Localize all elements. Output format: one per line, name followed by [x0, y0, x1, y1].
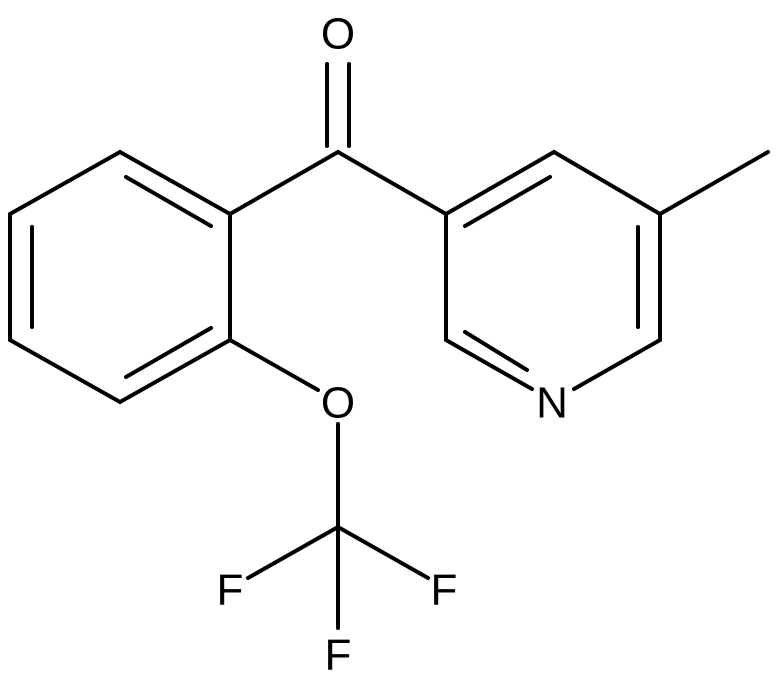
pyridine-ring: [444, 150, 770, 391]
fluorine-right-label: F: [431, 566, 458, 615]
benzene-ring: [8, 150, 232, 404]
bond-benzene-c1-c2-inner: [124, 175, 213, 228]
bond-benzene-c3-c4-inner: [124, 326, 213, 379]
bond-pyridine-methyl: [658, 150, 770, 216]
bond-pyridine-c3-c4-inner: [463, 175, 552, 228]
bond-pyridine-c4-c5: [552, 150, 662, 216]
bond-pyridine-n-c2: [444, 338, 534, 391]
carbonyl-group: [228, 62, 448, 216]
bond-carbonyl-to-pyridine: [336, 150, 448, 216]
fluorine-bottom-label: F: [325, 631, 352, 676]
bond-benzene-to-carbonyl: [228, 150, 340, 216]
ether-oxygen-label: O: [321, 379, 355, 428]
bond-benzene-c3-c4: [118, 338, 232, 404]
bond-pyridine-n-c2-inner: [463, 330, 529, 372]
trifluoromethoxy-group: [228, 338, 430, 630]
bond-pyridine-c6-n: [572, 338, 662, 391]
bond-benzene-c4-c5: [8, 338, 122, 404]
bond-benzene-c6-c1: [8, 150, 122, 216]
fluorine-left-label: F: [217, 566, 244, 615]
bond-pyridine-c3-c4: [444, 150, 556, 216]
bond-benzene-c1-c2: [118, 150, 232, 216]
bond-cf3-to-fluorine-right: [336, 525, 430, 580]
bond-cf3-to-fluorine-left: [246, 525, 340, 580]
bond-benzene-to-ether-oxygen: [228, 338, 320, 392]
carbonyl-oxygen-label: O: [321, 10, 355, 59]
pyridine-nitrogen-label: N: [536, 379, 568, 428]
